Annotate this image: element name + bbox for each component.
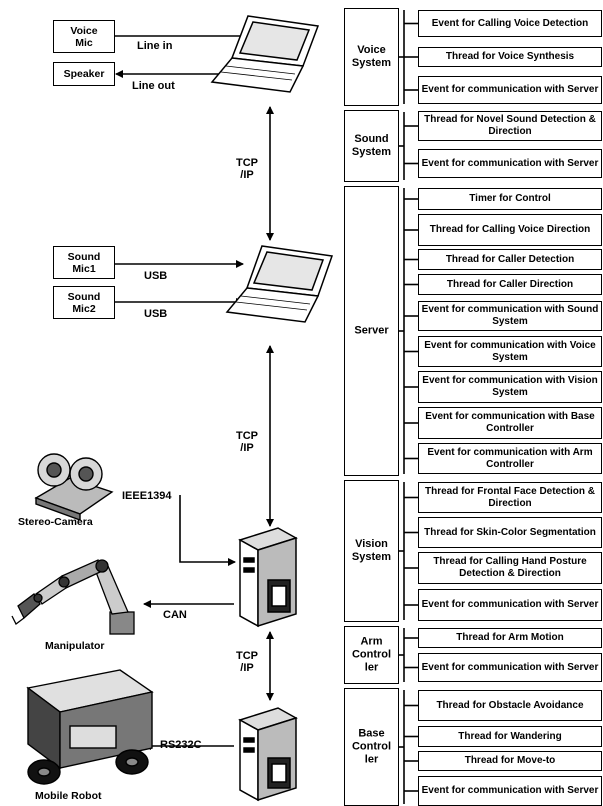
system-name: Server (345, 325, 398, 338)
component-item: Thread for Calling Voice Direction (418, 214, 602, 246)
system-name: Voice System (345, 44, 398, 70)
tcp-ip-label-2: TCP /IP (236, 430, 258, 454)
pc-tower-icon-2 (240, 708, 296, 800)
component-item: Thread for Novel Sound Detection & Direc… (418, 111, 602, 141)
component-item: Thread for Caller Direction (418, 274, 602, 295)
manipulator-caption: Manipulator (45, 640, 105, 652)
rs232c-label: RS232C (160, 739, 202, 751)
line-out-label: Line out (132, 80, 175, 92)
component-item: Event for Calling Voice Detection (418, 10, 602, 37)
component-item: Event for communication with Voice Syste… (418, 336, 602, 367)
system-name: Base Control ler (345, 728, 398, 767)
component-item: Thread for Skin-Color Segmentation (418, 517, 602, 548)
component-item: Thread for Frontal Face Detection & Dire… (418, 482, 602, 513)
usb1-label: USB (144, 270, 167, 282)
component-item: Event for communication with Server (418, 589, 602, 621)
component-item: Event for communication with Server (418, 653, 602, 682)
component-item: Event for communication with Arm Control… (418, 443, 602, 474)
ieee1394-arrow (180, 495, 235, 562)
component-item: Timer for Control (418, 188, 602, 210)
stereo-camera-caption: Stereo-Camera (18, 516, 93, 528)
laptop-icon-2 (227, 246, 332, 322)
component-item: Event for communication with Server (418, 776, 602, 806)
system-group: Server (344, 186, 399, 476)
system-name: Arm Control ler (345, 636, 398, 675)
stereo-camera-icon (36, 454, 112, 520)
pc-tower-icon-1 (240, 528, 296, 626)
sound-mic2-box: Sound Mic2 (53, 286, 115, 319)
voice-mic-box: Voice Mic (53, 20, 115, 53)
system-name: Vision System (345, 538, 398, 564)
ieee1394-label: IEEE1394 (122, 490, 172, 502)
component-item: Event for communication with Vision Syst… (418, 371, 602, 403)
mobile-robot-caption: Mobile Robot (35, 790, 102, 802)
component-item: Thread for Wandering (418, 726, 602, 747)
speaker-box: Speaker (53, 62, 115, 86)
system-group: Vision System (344, 480, 399, 622)
component-item: Event for communication with Server (418, 149, 602, 178)
mobile-robot-icon (28, 670, 152, 784)
component-item: Event for communication with Server (418, 76, 602, 104)
system-name: Sound System (345, 133, 398, 159)
component-item: Thread for Obstacle Avoidance (418, 690, 602, 721)
tcp-ip-label-1: TCP /IP (236, 157, 258, 181)
component-item: Thread for Voice Synthesis (418, 47, 602, 67)
component-item: Thread for Calling Hand Posture Detectio… (418, 552, 602, 584)
component-item: Thread for Move-to (418, 751, 602, 771)
can-label: CAN (163, 609, 187, 621)
component-item: Event for communication with Sound Syste… (418, 301, 602, 331)
manipulator-icon (12, 560, 134, 634)
system-group: Voice System (344, 8, 399, 106)
component-item: Thread for Arm Motion (418, 628, 602, 648)
component-item: Thread for Caller Detection (418, 249, 602, 270)
system-group: Sound System (344, 110, 399, 182)
system-group: Base Control ler (344, 688, 399, 806)
tcp-ip-label-3: TCP /IP (236, 650, 258, 674)
usb2-label: USB (144, 308, 167, 320)
sound-mic1-box: Sound Mic1 (53, 246, 115, 279)
laptop-icon-1 (212, 16, 318, 92)
component-item: Event for communication with Base Contro… (418, 407, 602, 439)
line-in-label: Line in (137, 40, 172, 52)
system-group: Arm Control ler (344, 626, 399, 684)
